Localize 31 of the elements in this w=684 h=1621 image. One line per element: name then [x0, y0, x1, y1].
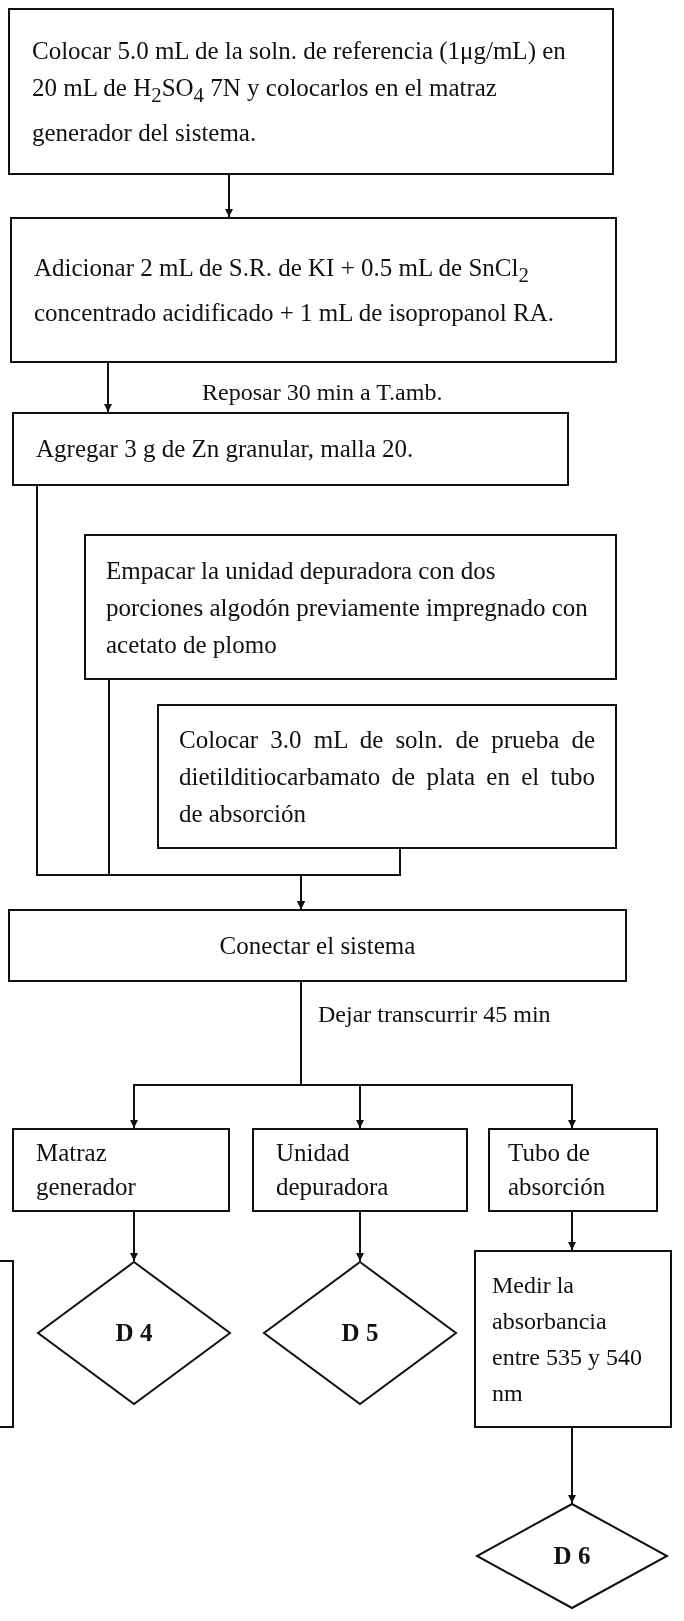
step-text: Colocar 3.0 mL de soln. de prueba de dietilditiocarbamato de plata en el tubo de absorción — [179, 725, 595, 829]
connector-arrow — [130, 1211, 138, 1262]
process-box — [474, 1250, 672, 1428]
step-text: Conectar el sistema — [219, 930, 416, 961]
connector-arrow — [297, 848, 401, 910]
process-box — [8, 8, 614, 175]
empty-box — [0, 1260, 14, 1428]
step-text: Colocar 5.0 mL de la soln. de referencia (1μg/mL) en 20 mL de H$_{2}$SO$_{4}$ 7N y colocarlos en el matraz generador del sistema. — [32, 36, 567, 148]
step-text: D 5 — [341, 1319, 379, 1347]
process-box — [12, 412, 569, 486]
process-box — [10, 217, 617, 363]
step-text: Adicionar 2 mL de S.R. de KI + 0.5 mL de SnCl$_{2}$ concentrado acidificado + 1 mL de isopropanol RA. — [34, 253, 555, 328]
step-text: D 4 — [115, 1319, 153, 1347]
connector-arrow — [104, 362, 112, 413]
connector-arrow — [356, 1211, 364, 1262]
step-text: Tubo de absorción — [508, 1138, 607, 1202]
process-box — [252, 1128, 468, 1212]
step-text: Agregar 3 g de Zn granular, malla 20. — [36, 434, 414, 464]
process-box — [488, 1128, 658, 1212]
step-text: Matraz generador — [36, 1138, 137, 1202]
connector-arrow — [568, 1211, 576, 1251]
process-box — [12, 1128, 230, 1212]
process-box — [157, 704, 617, 849]
connector-arrow — [225, 174, 233, 218]
process-box — [8, 909, 627, 982]
step-text: Unidad depuradora — [276, 1138, 390, 1202]
connector-arrow — [568, 1427, 576, 1504]
process-box — [84, 534, 617, 680]
step-text: D 6 — [553, 1542, 591, 1570]
step-text: Empacar la unidad depuradora con dos porciones algodón previamente impregnado con acetato de plomo — [106, 555, 589, 660]
step-text: Medir la absorbancia entre 535 y 540 nm — [492, 1271, 643, 1408]
